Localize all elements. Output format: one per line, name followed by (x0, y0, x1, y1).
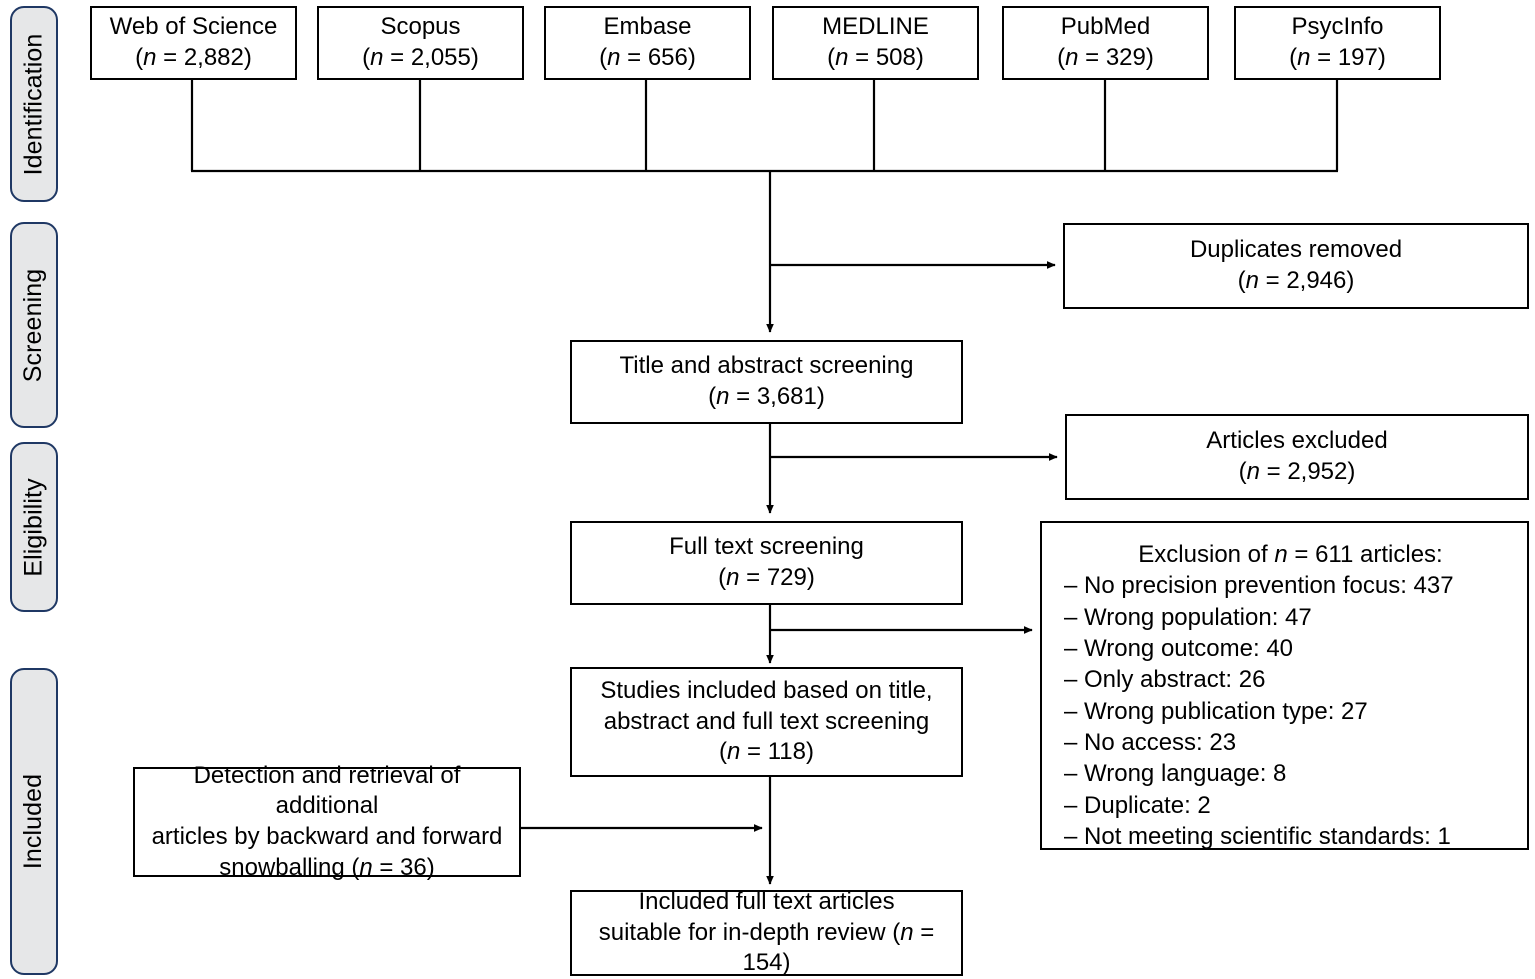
title-abstract-screening-count: (n = 3,681) (708, 383, 825, 410)
source-box-scopus: Scopus (n = 2,055) (317, 6, 524, 80)
exclusion-item: – Wrong population: 47 (1064, 603, 1312, 631)
stage-pill-included: Included (10, 668, 58, 975)
exclusion-item: – Not meeting scientific standards: 1 (1064, 822, 1451, 850)
source-count: (n = 656) (599, 44, 696, 71)
studies-included-line1: Studies included based on title, (600, 676, 933, 704)
source-count: (n = 329) (1057, 44, 1154, 71)
studies-included-count: (n = 118) (719, 738, 814, 766)
source-count-value: = 2,882 (156, 44, 244, 71)
source-count-value: = 508 (848, 44, 916, 71)
source-box-medline: MEDLINE (n = 508) (772, 6, 979, 80)
exclusion-item: – Wrong language: 8 (1064, 760, 1287, 788)
articles-excluded-box: Articles excluded (n = 2,952) (1065, 414, 1529, 500)
stage-label-screening: Screening (19, 268, 48, 382)
exclusion-item: – No precision prevention focus: 437 (1064, 572, 1454, 600)
source-count: (n = 2,055) (362, 44, 479, 71)
source-count: (n = 197) (1289, 44, 1386, 71)
stage-pill-identification: Identification (10, 6, 58, 202)
source-box-pubmed: PubMed (n = 329) (1002, 6, 1209, 80)
stage-label-eligibility: Eligibility (19, 477, 48, 577)
articles-excluded-count-value: = 2,952 (1259, 458, 1348, 485)
final-included-box: Included full text articles suitable for… (570, 887, 963, 977)
exclusion-details-title: Exclusion of n = 611 articles: (1138, 541, 1443, 568)
source-count-value: = 197 (1310, 44, 1378, 71)
duplicates-removed-box: Duplicates removed (n = 2,946) (1063, 223, 1529, 309)
title-abstract-screening-box: Title and abstract screening (n = 3,681) (570, 340, 963, 424)
source-count: (n = 508) (827, 44, 924, 71)
duplicates-removed-count-value: = 2,946 (1258, 267, 1347, 294)
exclusion-item: – Wrong publication type: 27 (1064, 697, 1368, 725)
articles-excluded-title: Articles excluded (1206, 427, 1388, 455)
source-count-value: = 2,055 (383, 44, 471, 71)
final-included-line2: suitable for in-depth review (n = 154) (598, 918, 935, 977)
source-name: MEDLINE (822, 13, 929, 41)
title-abstract-screening-title: Title and abstract screening (619, 352, 914, 380)
source-name: PubMed (1060, 13, 1151, 41)
exclusion-item: – Only abstract: 26 (1064, 666, 1266, 694)
full-text-screening-box: Full text screening (n = 729) (570, 521, 963, 605)
full-text-screening-title: Full text screening (669, 533, 864, 561)
source-name: Scopus (380, 13, 461, 41)
studies-included-box: Studies included based on title, abstrac… (570, 667, 963, 777)
stage-pill-eligibility: Eligibility (10, 442, 58, 612)
duplicates-removed-title: Duplicates removed (1189, 236, 1403, 264)
snowballing-box: Detection and retrieval of additional ar… (133, 762, 521, 881)
final-included-line1: Included full text articles (638, 887, 895, 915)
snowballing-line2: articles by backward and forward (151, 823, 503, 850)
full-text-screening-count-value: = 729 (739, 564, 807, 591)
source-count-value: = 656 (620, 44, 688, 71)
snowballing-line3: snowballing (n = 36) (219, 853, 435, 881)
source-name: Embase (603, 13, 692, 41)
source-name: PsycInfo (1291, 13, 1384, 41)
source-name: Web of Science (109, 13, 278, 41)
title-abstract-screening-count-value: = 3,681 (729, 383, 817, 410)
exclusion-item: – Duplicate: 2 (1064, 791, 1211, 819)
source-box-embase: Embase (n = 656) (544, 6, 751, 80)
full-text-screening-count: (n = 729) (718, 564, 815, 591)
studies-included-count-value: = 118 (740, 738, 806, 766)
stage-pill-screening: Screening (10, 222, 58, 428)
source-box-web-of-science: Web of Science (n = 2,882) (90, 6, 297, 80)
stage-label-identification: Identification (19, 33, 48, 175)
snowballing-line1: Detection and retrieval of additional (193, 761, 461, 820)
articles-excluded-count: (n = 2,952) (1238, 458, 1356, 485)
duplicates-removed-count: (n = 2,946) (1237, 267, 1355, 294)
exclusion-details-box: Exclusion of n = 611 articles: – No prec… (1040, 521, 1529, 850)
source-box-psycinfo: PsycInfo (n = 197) (1234, 6, 1441, 80)
stage-label-included: Included (19, 773, 48, 870)
source-count: (n = 2,882) (135, 44, 252, 71)
exclusion-item: – No access: 23 (1064, 728, 1237, 756)
exclusion-item: – Wrong outcome: 40 (1064, 634, 1294, 662)
studies-included-line2: abstract and full text screening (603, 707, 930, 735)
source-count-value: = 329 (1078, 44, 1146, 71)
